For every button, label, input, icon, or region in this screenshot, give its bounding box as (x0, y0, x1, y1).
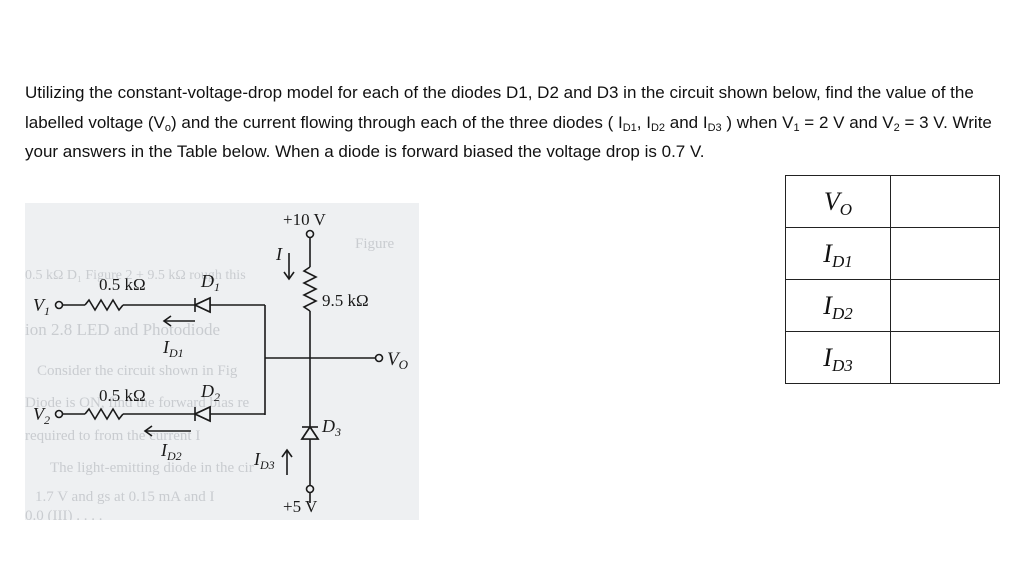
label-id1: ID1 (162, 337, 184, 360)
table-row: ID2 (785, 279, 1000, 332)
label-plus-5v: +5 V (283, 497, 318, 516)
label-vo: VO (387, 349, 409, 372)
bottom-supply-terminal (305, 484, 315, 494)
ghost-text-line: Figure (355, 236, 395, 252)
label-resistor-9k5: 9.5 kΩ (322, 291, 369, 310)
ghost-text-line: ion 2.8 LED and Photodiode (25, 320, 221, 339)
circuit-schematic: +10 V +5 V I 9.5 kΩ 0.5 kΩ 0.5 kΩ D1 D2 … (33, 210, 409, 516)
current-arrow-id1 (162, 315, 172, 327)
row-label-id3: ID3 (785, 331, 891, 384)
top-supply-terminal (305, 229, 315, 239)
ghost-text-line: Diode is ON, find the forward bias re (25, 395, 250, 411)
current-arrow-id2 (143, 425, 153, 437)
table-row: VO (785, 175, 1000, 228)
answer-cell-id3[interactable] (890, 331, 1000, 384)
label-d1: D1 (200, 271, 220, 294)
label-v1: V1 (33, 295, 50, 318)
ghost-text-line: 1.7 V and gs at 0.15 mA and I (35, 489, 215, 505)
table-row: ID3 (785, 331, 1000, 384)
vo-terminal (374, 353, 384, 363)
v1-terminal (54, 300, 64, 310)
label-d3: D3 (321, 416, 341, 439)
current-arrow-i (283, 271, 295, 281)
ghost-text-line: Consider the circuit shown in Fig (37, 363, 238, 379)
label-current-i: I (275, 244, 283, 264)
label-plus-10v: +10 V (283, 210, 327, 229)
problem-statement: Utilizing the constant-voltage-drop mode… (25, 83, 992, 161)
label-resistor-r2: 0.5 kΩ (99, 386, 146, 405)
answer-cell-vo[interactable] (890, 175, 1000, 228)
ghost-text-line: The light-emitting diode in the cir (50, 460, 254, 476)
ghost-text-line: 0.0 (III) . . . . (25, 508, 103, 520)
label-resistor-r1: 0.5 kΩ (99, 275, 146, 294)
label-id2: ID2 (160, 440, 182, 463)
resistor-9k5 (302, 266, 318, 312)
label-id3: ID3 (253, 449, 275, 472)
v2-terminal (54, 409, 64, 419)
circuit-figure: Figure 0.5 kΩ D₁ Figure 2 + 9.5 kΩ rough… (25, 203, 419, 520)
row-label-vo: VO (785, 175, 891, 228)
label-d2: D2 (200, 381, 220, 404)
ghost-text-line: 0.5 kΩ D₁ Figure 2 + 9.5 kΩ rough this (25, 268, 246, 283)
answer-cell-id1[interactable] (890, 227, 1000, 280)
resistor-r1 (84, 298, 124, 312)
ghost-text-line: required to from the current I (25, 428, 201, 444)
row-label-id1: ID1 (785, 227, 891, 280)
answer-cell-id2[interactable] (890, 279, 1000, 332)
answer-table: VO ID1 ID2 ID3 (785, 175, 1000, 384)
current-arrow-id3 (281, 448, 293, 458)
label-v2: V2 (33, 404, 50, 427)
resistor-r2 (84, 407, 124, 421)
row-label-id2: ID2 (785, 279, 891, 332)
table-row: ID1 (785, 227, 1000, 280)
